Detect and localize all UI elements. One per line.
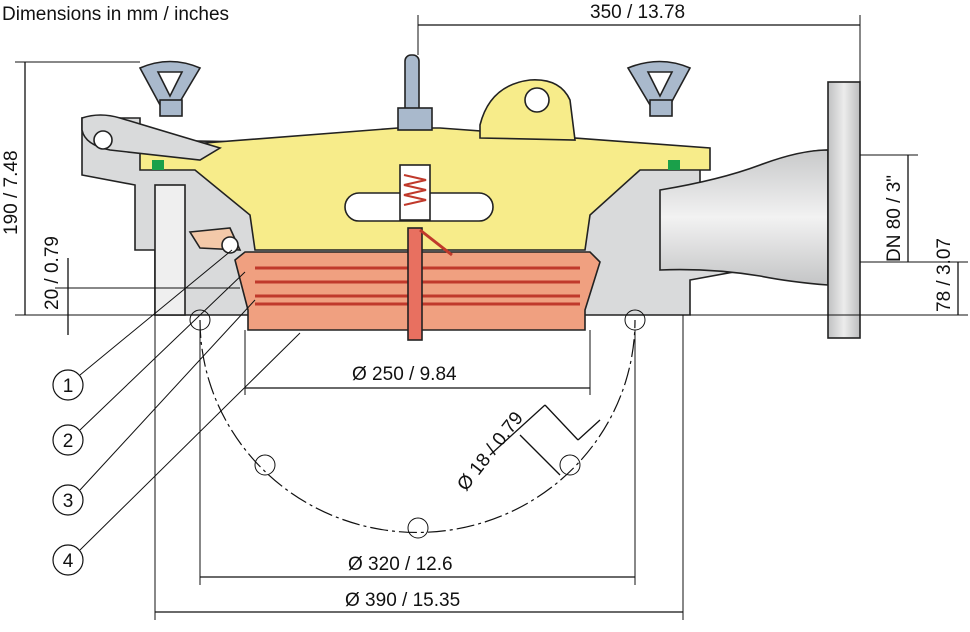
- dim-height: 190 / 7.48: [1, 150, 22, 235]
- dimension-lines: [15, 15, 968, 620]
- dim-base-offset: 20 / 0.79: [42, 236, 63, 310]
- callout-1: 1: [52, 249, 233, 401]
- dim-bolt-circle: Ø 320 / 12.6: [348, 554, 453, 575]
- bolt-hole: [254, 454, 276, 476]
- dim-overall-length: 350 / 13.78: [590, 2, 685, 23]
- bolt-hole: [559, 454, 581, 476]
- svg-text:2: 2: [63, 431, 74, 452]
- seal-right: [668, 160, 680, 170]
- dim-nominal-diameter: DN 80 / 3": [884, 175, 905, 262]
- callout-3: 3: [52, 299, 256, 516]
- bolt-circle: [189, 309, 646, 539]
- center-spindle: [397, 54, 433, 221]
- dim-bolt-hole-diameter: Ø 18 / 0.79: [453, 408, 527, 495]
- seal-left: [152, 160, 164, 170]
- eye-bolt-right: [626, 60, 692, 117]
- dim-arrester-diameter: Ø 250 / 9.84: [352, 364, 457, 385]
- flame-arrester: [234, 227, 601, 341]
- drawing-title: Dimensions in mm / inches: [2, 4, 229, 25]
- svg-text:1: 1: [63, 376, 74, 397]
- svg-text:3: 3: [63, 491, 74, 512]
- bolt-hole: [407, 517, 429, 539]
- dim-pipe-height: 78 / 3.07: [934, 238, 955, 312]
- svg-text:4: 4: [63, 551, 74, 572]
- dim-flange-diameter: Ø 390 / 15.35: [345, 590, 460, 611]
- outlet-flange: [827, 81, 861, 339]
- callout-4: 4: [52, 332, 301, 576]
- callout-2: 2: [52, 271, 246, 456]
- eye-bolt-left: [138, 60, 202, 117]
